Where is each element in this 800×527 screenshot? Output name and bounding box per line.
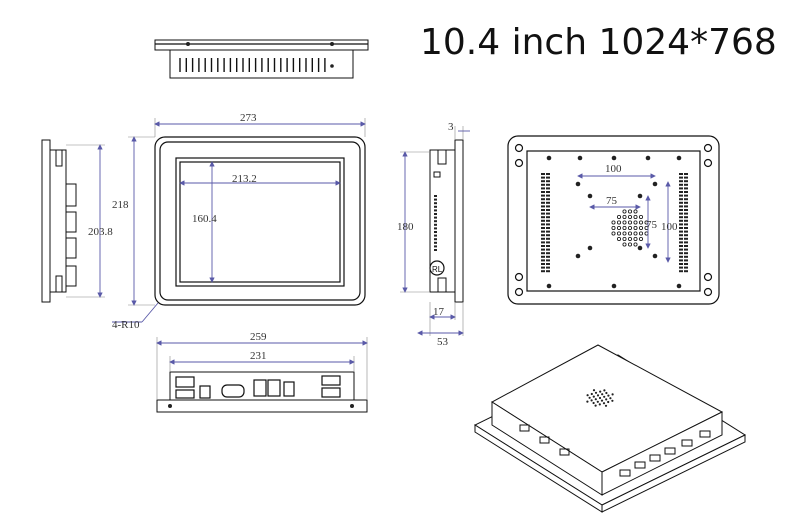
svg-text:RL: RL: [432, 265, 443, 274]
dim-3: 3: [448, 121, 454, 133]
top-view: [154, 39, 369, 79]
front-view: [112, 118, 366, 323]
dim-273: 273: [240, 112, 257, 124]
left-side-view: [41, 139, 105, 303]
dim-53: 53: [437, 336, 449, 348]
dim-r10: 4-R10: [112, 319, 140, 331]
dim-180: 180: [397, 221, 414, 233]
dim-213-2: 213.2: [232, 173, 257, 185]
dim-vesa-100-h: 100: [605, 163, 622, 175]
dim-17: 17: [433, 306, 445, 318]
right-side-view: RL: [400, 126, 470, 336]
bottom-view: [156, 337, 368, 413]
dim-259: 259: [250, 331, 267, 343]
product-title: 10.4 inch 1024*768: [420, 22, 777, 63]
dim-vesa-75-v: 75: [646, 219, 658, 231]
isometric-view: [473, 344, 747, 513]
dim-231: 231: [250, 350, 267, 362]
dim-203-8: 203.8: [88, 226, 113, 238]
dim-160-4: 160.4: [192, 213, 217, 225]
dim-218: 218: [112, 199, 129, 211]
back-view: [507, 135, 720, 305]
dim-vesa-100-v: 100: [661, 221, 678, 233]
dim-vesa-75-h: 75: [606, 195, 618, 207]
